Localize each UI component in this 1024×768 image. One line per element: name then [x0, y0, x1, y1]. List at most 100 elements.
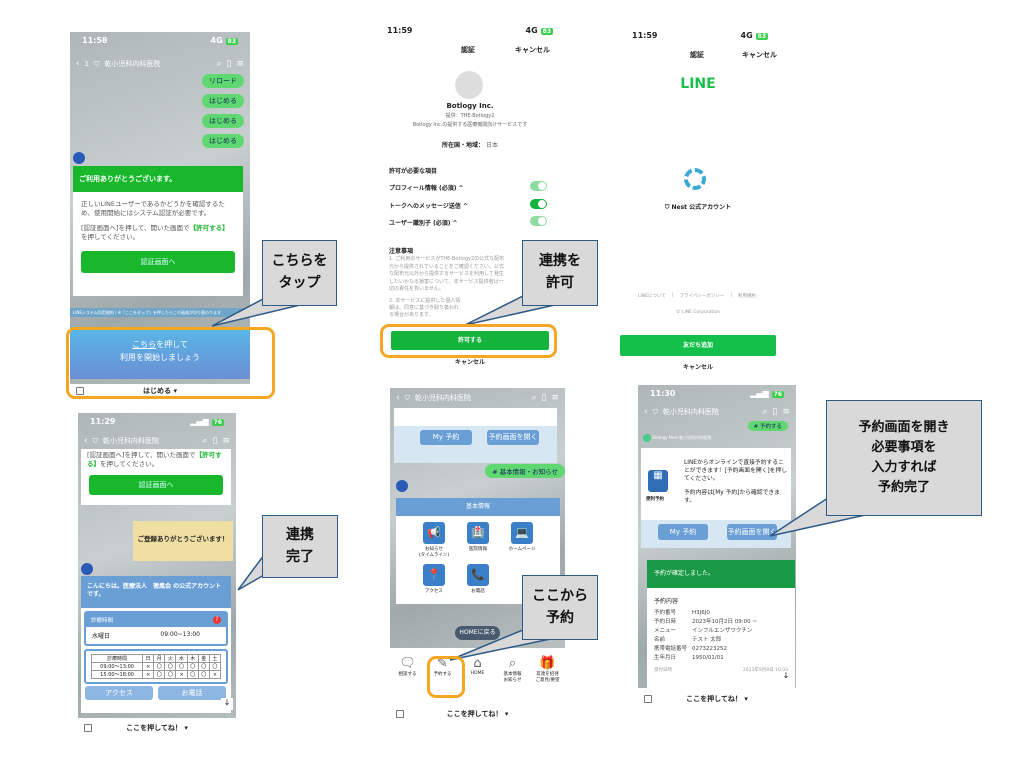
menu-icon[interactable]: ≡ — [782, 407, 790, 417]
toggle-message[interactable] — [530, 199, 547, 209]
cancel-link[interactable]: キャンセル — [742, 51, 777, 59]
clinic-icon: 🏥 — [467, 522, 489, 544]
menu-item[interactable]: ✎予約する — [426, 656, 460, 696]
note-icon[interactable]: ▯ — [541, 393, 547, 403]
highlight-reserve — [427, 656, 465, 698]
menu-item[interactable]: 🎁友達を招待 ご意見/要望 — [531, 656, 565, 696]
search-icon[interactable]: ⌕ — [531, 393, 537, 403]
card-body: 正しいLINEユーザーであるかどうかを確認するため、使用開始にはシステム認証が必… — [81, 200, 225, 218]
auth-screen-button[interactable]: 認証画面へ — [89, 475, 223, 496]
toggle-userid[interactable] — [530, 216, 547, 226]
table-row: 15:00～18:00×〇〇×〇〇× — [90, 670, 222, 679]
toggle-profile[interactable] — [530, 181, 547, 191]
rich-menu-toggle[interactable]: ここを押してね！ ▾ — [126, 724, 188, 732]
menu-item[interactable]: 🗨相談する — [391, 656, 425, 696]
menu-icon[interactable]: ≡ — [551, 393, 559, 403]
note-icon[interactable]: ▯ — [226, 59, 232, 69]
info-item[interactable]: 🏥医院情報 — [458, 522, 498, 552]
status-time: 11:29 — [90, 417, 116, 426]
bot-avatar — [643, 434, 651, 442]
map-pin-icon: 📍 — [423, 564, 445, 586]
status-signal: ▂▄▆76 — [190, 417, 224, 426]
rich-menu-toggle[interactable]: はじめる ▾ — [143, 387, 177, 395]
scroll-down-icon[interactable]: ↓ — [221, 698, 233, 710]
shield-icon: ⛉ — [652, 407, 658, 416]
menu-icon[interactable]: ≡ — [236, 59, 244, 69]
cancel-button[interactable]: キャンセル — [454, 359, 485, 366]
info-item[interactable]: 📍アクセス — [414, 564, 454, 594]
message-reserve: # 予約する — [747, 421, 788, 431]
menu-item[interactable]: ⌂HOME — [461, 656, 495, 696]
auth-card: [認証画面へ]を押して、開いた画面で【許可する】を押してください。 認証画面へ — [81, 449, 231, 505]
my-reservation-button[interactable]: My 予約 — [658, 524, 708, 540]
bot-avatar — [396, 480, 408, 492]
note-icon[interactable]: ▯ — [772, 407, 778, 417]
cancel-link[interactable]: キャンセル — [515, 46, 550, 54]
news-icon: 📢 — [423, 522, 445, 544]
link-privacy[interactable]: プライバシーポリシー — [679, 294, 725, 299]
keyboard-icon[interactable] — [396, 710, 404, 718]
start-rich-menu-button[interactable]: こちらを押して利用を開始しましょう — [70, 327, 250, 379]
back-icon[interactable]: ‹ — [84, 436, 88, 446]
unread-count: 1 — [84, 60, 90, 68]
note-icon[interactable]: ▯ — [212, 436, 218, 446]
menu-icon[interactable]: ≡ — [222, 436, 230, 446]
search-icon[interactable]: ⌕ — [216, 59, 222, 69]
home-back-button[interactable]: HOMEに戻る — [455, 626, 500, 640]
shield-icon: ⛉ — [664, 204, 672, 211]
back-icon[interactable]: ‹ — [644, 407, 648, 417]
basic-info-card: 基本情報 📢お知らせ (タイムライン)🏥医院情報💻ホームページ📍アクセス📞お電話 — [396, 498, 560, 604]
menu-item-label: 友達を招待 ご意見/要望 — [535, 672, 560, 683]
open-reservation-button[interactable]: 予約画面を開く — [487, 430, 539, 445]
link-terms[interactable]: 利用規約 — [737, 294, 756, 299]
perm-profile[interactable]: プロフィール情報 (必須) ^ — [389, 185, 464, 192]
keyboard-icon[interactable] — [76, 387, 84, 395]
note-1: 1. ご利用のサービスがTHE-Botlogy2の公式な配布元から提供されている… — [389, 256, 505, 292]
link-about[interactable]: LINEについて — [638, 294, 666, 299]
detail-heading: 予約内容 — [654, 598, 679, 605]
perm-message[interactable]: トークへのメッセージ送信 ^ — [389, 203, 468, 210]
scroll-down-icon[interactable]: ↓ — [780, 671, 792, 683]
sender-name: Botlogy Nest 乾小児科内科医院 — [643, 434, 711, 442]
card-instruction: [認証画面へ]を押して、開いた画面で【許可する】を押してください。 — [87, 451, 222, 469]
rich-menu-toggle[interactable]: ここを押してね！ ▾ — [686, 695, 748, 703]
status-time: 11:58 — [82, 36, 108, 45]
info-item[interactable]: 📞お電話 — [458, 564, 498, 594]
auth-screen-button[interactable]: 認証画面へ — [81, 250, 235, 273]
allow-button[interactable]: 許可する — [391, 331, 549, 350]
keyboard-icon[interactable] — [644, 695, 652, 703]
back-icon[interactable]: ‹ — [396, 393, 400, 403]
back-icon[interactable]: ‹ — [76, 59, 80, 69]
help-icon[interactable]: ? — [213, 616, 221, 624]
highlight-start — [66, 327, 275, 399]
phone-icon: 📞 — [467, 564, 489, 586]
thanks-image: ご登録ありがとうございます！ — [133, 521, 233, 561]
calendar-icon: ▦ — [648, 470, 668, 492]
add-friend-button[interactable]: 友だち追加 — [620, 335, 776, 356]
phone-button[interactable]: お電話 — [158, 686, 226, 700]
perm-userid[interactable]: ユーザー識別子 (必須) ^ — [389, 220, 458, 227]
search-icon[interactable]: ⌕ — [202, 436, 208, 446]
message-start: はじめる — [202, 114, 244, 128]
bot-avatar — [81, 563, 93, 575]
access-button[interactable]: アクセス — [85, 686, 153, 700]
keyboard-icon[interactable] — [84, 724, 92, 732]
callout-reserve: ここから予約 — [522, 575, 598, 640]
message-basic-info: # 基本情報・お知らせ — [485, 464, 565, 478]
search-icon: ⌕ — [508, 656, 517, 671]
open-reservation-button[interactable]: 予約画面を開く — [727, 524, 777, 540]
detail-row: メニューインフルエンザワクチン — [654, 628, 753, 634]
rich-menu-toggle[interactable]: ここを押してね！ ▾ — [446, 710, 509, 718]
info-item[interactable]: 📢お知らせ (タイムライン) — [414, 522, 454, 558]
my-reservation-button[interactable]: My 予約 — [420, 430, 472, 445]
menu-item[interactable]: ⌕基本情報 お知らせ — [496, 656, 530, 696]
cancel-button[interactable]: キャンセル — [682, 364, 713, 371]
search-icon[interactable]: ⌕ — [762, 407, 768, 417]
chat-icon: 🗨 — [399, 656, 416, 671]
info-item[interactable]: 💻ホームページ — [502, 522, 542, 552]
